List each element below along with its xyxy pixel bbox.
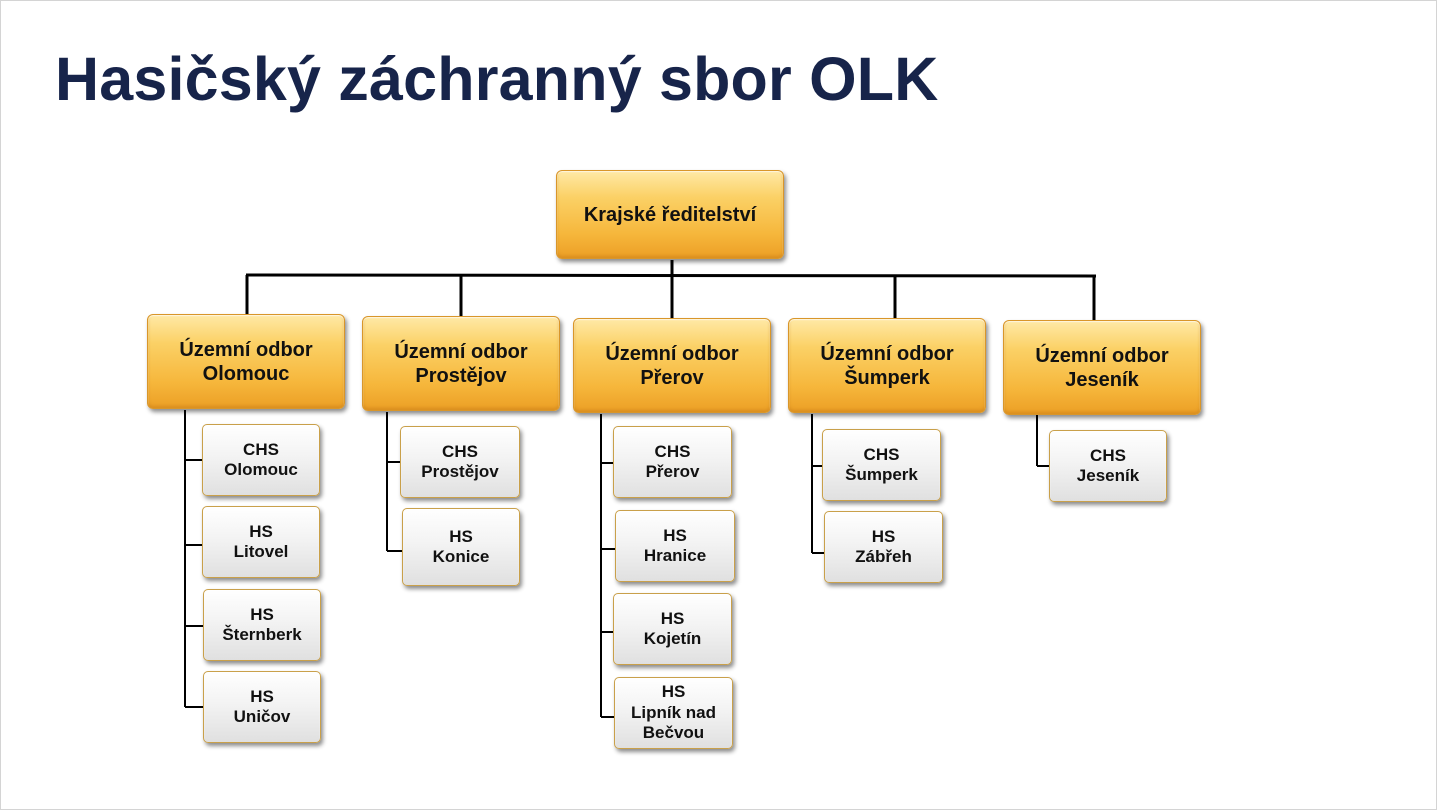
station-node[interactable]: CHS Olomouc (202, 424, 320, 496)
station-type: HS (250, 686, 274, 706)
station-node[interactable]: HS Kojetín (613, 593, 732, 665)
station-node[interactable]: HS Uničov (203, 671, 321, 743)
station-type: HS (871, 526, 896, 546)
station-type: CHS (442, 441, 478, 461)
station-name: Zábřeh (855, 547, 912, 566)
slide-title: Hasičský záchranný sbor OLK (55, 45, 939, 113)
station-name: Prostějov (421, 462, 499, 481)
station-type: CHS (863, 444, 900, 464)
station-name: Hranice (643, 546, 707, 565)
station-type: HS (250, 604, 274, 624)
station-type: CHS (654, 441, 691, 461)
station-node[interactable]: CHS Prostějov (400, 426, 520, 498)
department-node-olomouc[interactable]: Územní odbor Olomouc (147, 314, 345, 409)
station-node[interactable]: CHS Přerov (613, 426, 732, 498)
station-node[interactable]: HS Zábřeh (824, 511, 943, 583)
station-name: Uničov (233, 707, 291, 726)
station-name: Konice (432, 547, 490, 566)
department-label-line2: Olomouc (202, 362, 290, 385)
station-type: CHS (1090, 445, 1126, 465)
station-name: Jeseník (1076, 466, 1140, 485)
station-type: HS (449, 526, 473, 546)
station-name: Olomouc (224, 460, 298, 479)
department-label-line1: Územní odbor (394, 340, 528, 363)
station-node[interactable]: CHS Jeseník (1049, 430, 1167, 502)
department-label-line2: Jeseník (1065, 368, 1139, 391)
station-type: HS (663, 525, 687, 545)
station-node[interactable]: HS Šternberk (203, 589, 321, 661)
department-node-sumperk[interactable]: Územní odbor Šumperk (788, 318, 986, 413)
station-type: HS (660, 608, 685, 628)
station-name: Šternberk (222, 625, 302, 644)
department-label-line1: Územní odbor (179, 338, 313, 361)
department-label-line1: Územní odbor (605, 342, 739, 365)
department-node-jesenik[interactable]: Územní odbor Jeseník (1003, 320, 1201, 415)
station-node[interactable]: HS Litovel (202, 506, 320, 578)
station-name: Přerov (645, 462, 700, 481)
station-type: HS (249, 521, 273, 541)
root-label: Krajské ředitelství (583, 203, 757, 226)
department-label-line2: Prostějov (415, 364, 507, 387)
station-type: CHS (243, 439, 279, 459)
department-label-line1: Územní odbor (1035, 344, 1169, 367)
station-node[interactable]: HS Hranice (615, 510, 735, 582)
station-node[interactable]: HS Konice (402, 508, 520, 586)
department-node-prostejov[interactable]: Územní odbor Prostějov (362, 316, 560, 411)
station-node[interactable]: CHS Šumperk (822, 429, 941, 501)
station-name: Lipník nad Bečvou (631, 702, 716, 743)
root-node[interactable]: Krajské ředitelství (556, 170, 784, 259)
department-label-line2: Šumperk (844, 366, 930, 389)
station-name: Kojetín (643, 629, 702, 648)
department-node-prerov[interactable]: Územní odbor Přerov (573, 318, 771, 413)
station-type: HS (661, 682, 686, 702)
station-name: Litovel (233, 542, 289, 561)
department-label-line2: Přerov (640, 366, 704, 389)
station-name: Šumperk (845, 465, 918, 484)
department-label-line1: Územní odbor (820, 342, 954, 365)
station-node[interactable]: HS Lipník nad Bečvou (614, 677, 733, 749)
